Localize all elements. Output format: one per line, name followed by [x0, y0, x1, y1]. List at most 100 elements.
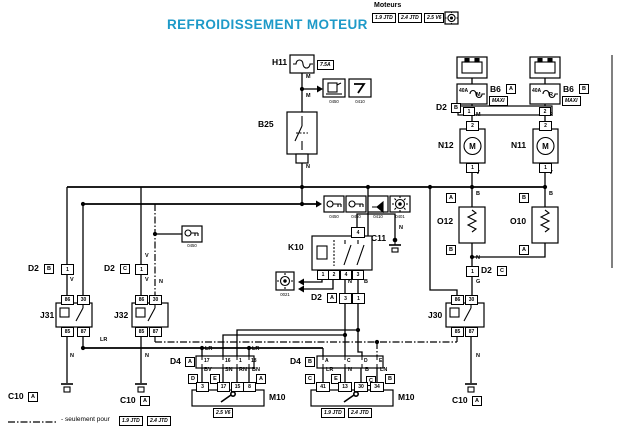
ref-caption: 0450 [329, 99, 339, 104]
wire-label: N [145, 353, 149, 359]
pin-box: 1 [466, 266, 479, 277]
wire-label: V [145, 277, 149, 283]
wire-label: G [476, 279, 481, 285]
wire-label: B [365, 367, 369, 373]
wire-label: V [549, 170, 553, 176]
pin-box: 1 [61, 264, 74, 275]
fuse-b6b-rating: 40A [532, 88, 542, 94]
legend-condition: seulement pour [64, 416, 110, 423]
wire-label: N [476, 255, 480, 261]
connector-badge: B [579, 84, 589, 94]
pin-box: 1 [463, 107, 475, 116]
wire-label: LR [326, 367, 334, 373]
engine-badge: 1.9 JTD [119, 416, 143, 426]
engine-badge: 2.4 JTD [348, 408, 372, 418]
engine-badge: 2.5 V6 [213, 408, 234, 418]
pin-box: 1 [135, 264, 148, 275]
connector-badge: B [385, 374, 395, 384]
connector-cell: 17 [204, 358, 210, 364]
relay-contacts-icon [316, 240, 365, 266]
connector-badge: A [506, 84, 516, 94]
wire-label: LR [252, 346, 260, 352]
wire-label: B [364, 279, 368, 285]
connector-d2-left-b-label: D2 [28, 263, 39, 273]
connector-d2-left-c-label: D2 [104, 263, 115, 273]
fuse-icon [293, 59, 313, 69]
pin-box: 85 [61, 327, 74, 337]
connector-cell: 1 [239, 358, 242, 364]
arrowheads [298, 85, 323, 293]
battery-icon [534, 57, 556, 74]
component-o12-label: O12 [437, 216, 454, 226]
pin-box: 87 [465, 327, 478, 337]
pin-box: 3 [352, 270, 364, 280]
connector-badge: B [44, 264, 54, 274]
ref-caption: 0401 [395, 214, 405, 219]
pin-box: 3 [196, 382, 209, 392]
component-o10-label: O10 [510, 216, 527, 226]
fuse-h11-rating: 7.5A [317, 60, 334, 70]
wire-label: LR [205, 346, 213, 352]
relay-j30-label: J30 [428, 310, 443, 320]
connector-badge: C [497, 266, 507, 276]
svg-text:M: M [469, 142, 476, 151]
pin-box: 8 [243, 382, 256, 392]
ground-icon [61, 383, 73, 393]
ground-c11-label: C11 [371, 233, 387, 243]
fuse-b6b-label: B6 [563, 84, 574, 94]
pin-box: 30 [354, 382, 368, 392]
connector-badge: A [519, 245, 529, 255]
ground-icon [135, 383, 147, 393]
ref-caption: 0021 [280, 292, 290, 297]
engine-badge: 1.9 JTD [372, 13, 396, 23]
gear-icon [392, 196, 408, 212]
wire-label: B [549, 191, 553, 197]
connector-badge: A [327, 293, 337, 303]
gear-icon [445, 11, 458, 25]
pin-box: 86 [61, 295, 74, 305]
connector-cell: E [379, 358, 383, 364]
fuse-b6b-type: MAXI [562, 96, 581, 106]
wire-label: N [306, 164, 310, 170]
engine-badge: 2.4 JTD [147, 416, 171, 426]
wire-label: M [306, 74, 311, 80]
wire-label: LR [100, 337, 108, 343]
wire-label: BN [252, 367, 260, 373]
relay-j31-label: J31 [40, 310, 55, 320]
connector-cell: A [325, 358, 329, 364]
connector-d4-b-label: D4 [290, 356, 301, 366]
ground-icon [465, 383, 477, 393]
wire-label: N [159, 279, 163, 285]
ref-caption: 0450 [187, 243, 197, 248]
connector-badge: E [331, 374, 341, 384]
ground-c10-mid-label: C10 [120, 395, 136, 405]
horn-icon [372, 200, 384, 214]
wire-label: M [476, 92, 481, 98]
wire-label: V [70, 277, 74, 283]
pin-box: 2 [328, 270, 340, 280]
relay-icon [449, 305, 472, 322]
wire-label: N [399, 225, 403, 231]
pin-box: 4 [340, 270, 352, 280]
connector-cell: 18 [251, 358, 257, 364]
pressure-switch-icon [294, 116, 308, 150]
relay-icon [59, 305, 84, 322]
connector-badge: B [446, 245, 456, 255]
component-n12-label: N12 [438, 140, 454, 150]
pin-box: 2 [539, 107, 551, 116]
engine-badge: 1.9 JTD [321, 408, 345, 418]
pin-box: 86 [451, 295, 464, 305]
arrow-icon [354, 83, 366, 94]
ref-caption: 0410 [355, 99, 365, 104]
pin-box: 17 [217, 382, 230, 392]
component-n11-label: N11 [511, 140, 527, 150]
pin-box: 2 [539, 121, 552, 131]
wire-label: V [145, 253, 149, 259]
jtd-only-wires [8, 204, 458, 423]
pump-icon [326, 82, 342, 95]
connector-badge: A [140, 396, 150, 406]
wire-label: N [348, 367, 352, 373]
wire-label: N [476, 353, 480, 359]
pin-box: 87 [77, 327, 90, 337]
